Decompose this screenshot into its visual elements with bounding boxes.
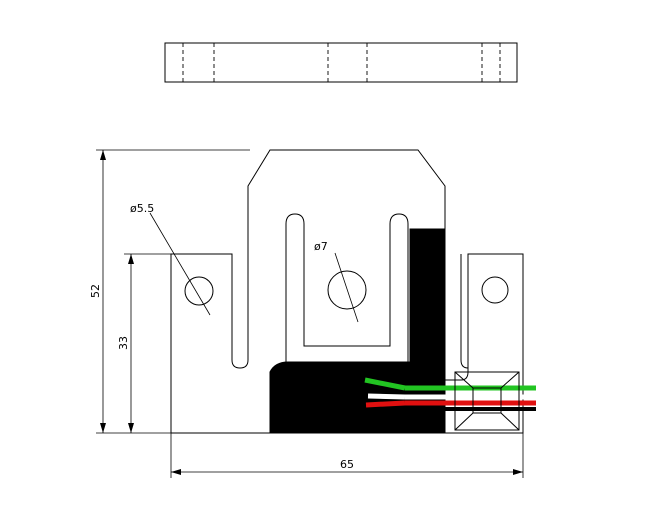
cable-assembly bbox=[364, 371, 536, 431]
wire-black bbox=[369, 407, 406, 413]
front-view bbox=[149, 149, 524, 434]
side-hole-right bbox=[481, 276, 509, 304]
side-hole-left bbox=[184, 276, 214, 306]
dimension-height-side-label: 33 bbox=[117, 336, 130, 350]
side-hole-leader bbox=[149, 212, 211, 316]
dimension-width-total-label: 65 bbox=[340, 458, 354, 471]
arrowhead bbox=[128, 254, 134, 264]
arrowhead bbox=[171, 469, 181, 475]
arrowhead bbox=[100, 423, 106, 433]
dimension-width-total: 65 bbox=[170, 433, 524, 478]
arrowhead bbox=[513, 469, 523, 475]
top-view bbox=[164, 42, 518, 83]
cable-gland-diagonal bbox=[500, 412, 520, 431]
center-hole-leader bbox=[334, 252, 359, 323]
cable-gland-outer bbox=[454, 371, 520, 431]
right-slot bbox=[460, 254, 469, 369]
side-hole-callout: ø5.5 bbox=[130, 202, 154, 215]
inner-u-outline bbox=[285, 213, 409, 362]
right-block-outline bbox=[445, 253, 524, 434]
dimension-height-total: 52 bbox=[89, 149, 250, 434]
cable-gland-inner bbox=[472, 387, 502, 414]
arrowhead bbox=[100, 150, 106, 160]
cable-gland-diagonal bbox=[500, 371, 520, 389]
dimension-height-total-label: 52 bbox=[89, 284, 102, 298]
potting-area-right bbox=[409, 228, 446, 381]
wire-green bbox=[364, 377, 406, 391]
wire-white bbox=[367, 393, 406, 400]
wire-red bbox=[365, 400, 406, 408]
top-view-outline bbox=[164, 42, 518, 83]
dimension-height-side: 33 bbox=[117, 253, 171, 433]
cable-gland-diagonal bbox=[454, 412, 474, 431]
cable-gland-diagonal bbox=[454, 371, 474, 389]
center-hole-callout: ø7 bbox=[314, 240, 328, 253]
arrowhead bbox=[128, 423, 134, 433]
center-hole bbox=[327, 270, 367, 310]
